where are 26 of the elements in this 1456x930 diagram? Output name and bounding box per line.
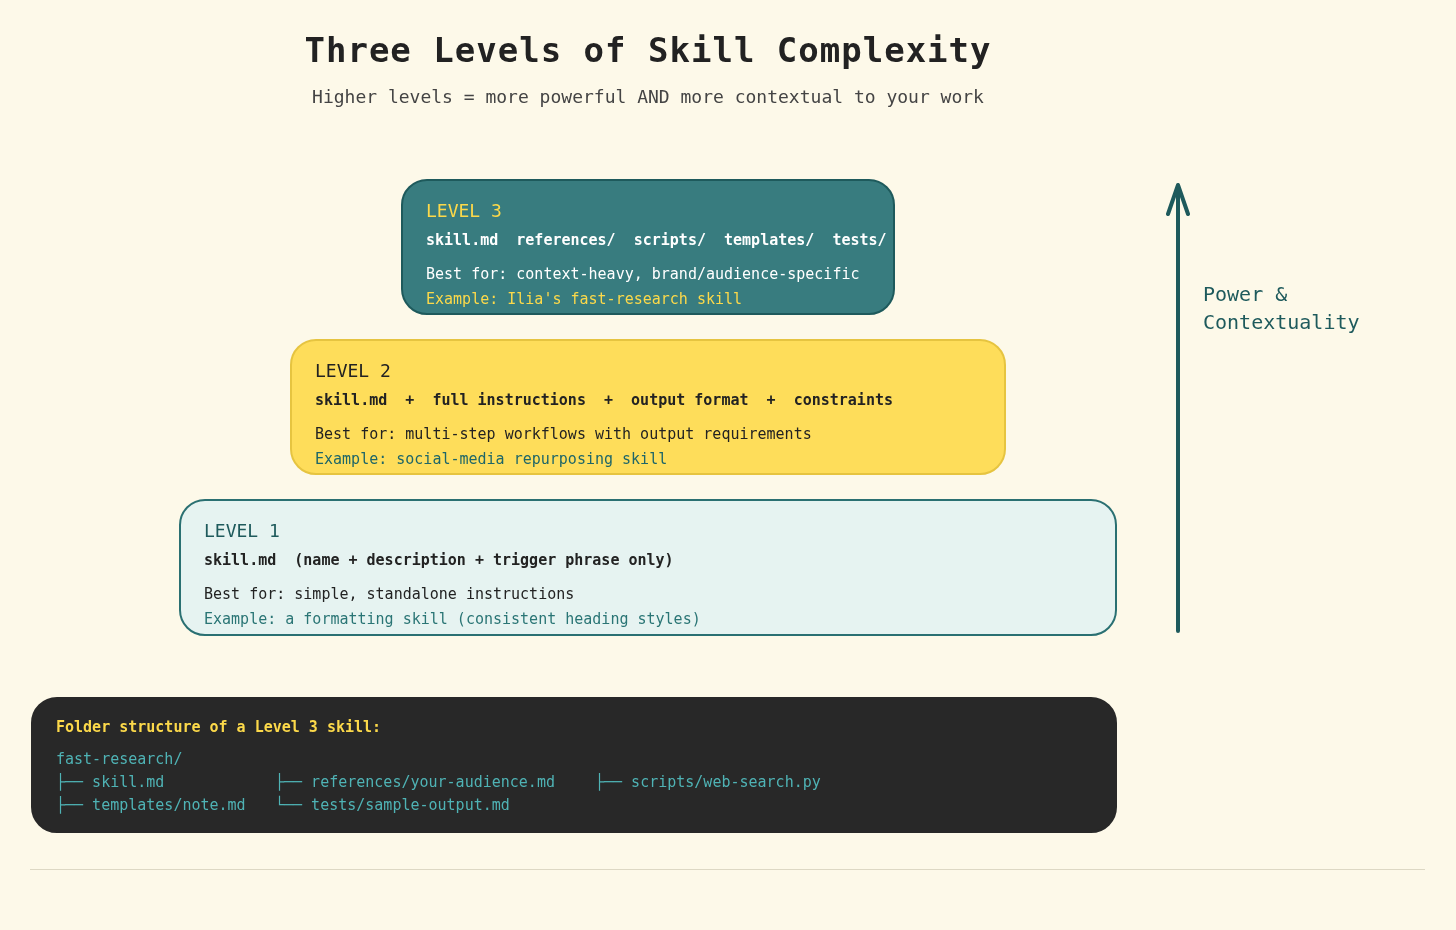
tree-line: ├── templates/note.md (56, 795, 246, 815)
tree-line: ├── skill.md (56, 772, 165, 792)
axis-label: Power & Contextuality (1203, 281, 1361, 336)
example-text: Example: social-media repurposing skill (315, 449, 668, 469)
contents-line: skill.md + full instructions + output format + constraints (315, 390, 893, 410)
level-heading: LEVEL 2 (315, 359, 391, 383)
code-panel (31, 697, 1117, 833)
level-heading: LEVEL 3 (426, 199, 502, 223)
level-card (179, 499, 1117, 636)
contents-line: skill.md references/ scripts/ templates/ tests/ (426, 230, 887, 250)
best-for-text: Best for: context-heavy, brand/audience-specific (426, 264, 860, 284)
level-card (290, 339, 1006, 475)
level-card (401, 179, 895, 315)
title: Three Levels of Skill Complexity (303, 30, 993, 70)
folder-root: fast-research/ (56, 749, 183, 769)
level-heading: LEVEL 1 (204, 519, 280, 543)
example-text: Example: a formatting skill (consistent heading styles) (204, 609, 701, 629)
contents-line: skill.md (name + description + trigger phrase only) (204, 550, 674, 570)
best-for-text: Best for: simple, standalone instructions (204, 584, 575, 604)
best-for-text: Best for: multi-step workflows with output requirements (315, 424, 812, 444)
tree-line: └── tests/sample-output.md (275, 795, 510, 815)
subtitle: Higher levels = more powerful AND more contextual to your work (311, 86, 985, 107)
example-text: Example: Ilia's fast-research skill (426, 289, 743, 309)
folder-heading: Folder structure of a Level 3 skill: (56, 717, 382, 737)
tree-line: ├── references/your-audience.md (275, 772, 555, 792)
tree-line: ├── scripts/web-search.py (595, 772, 821, 792)
